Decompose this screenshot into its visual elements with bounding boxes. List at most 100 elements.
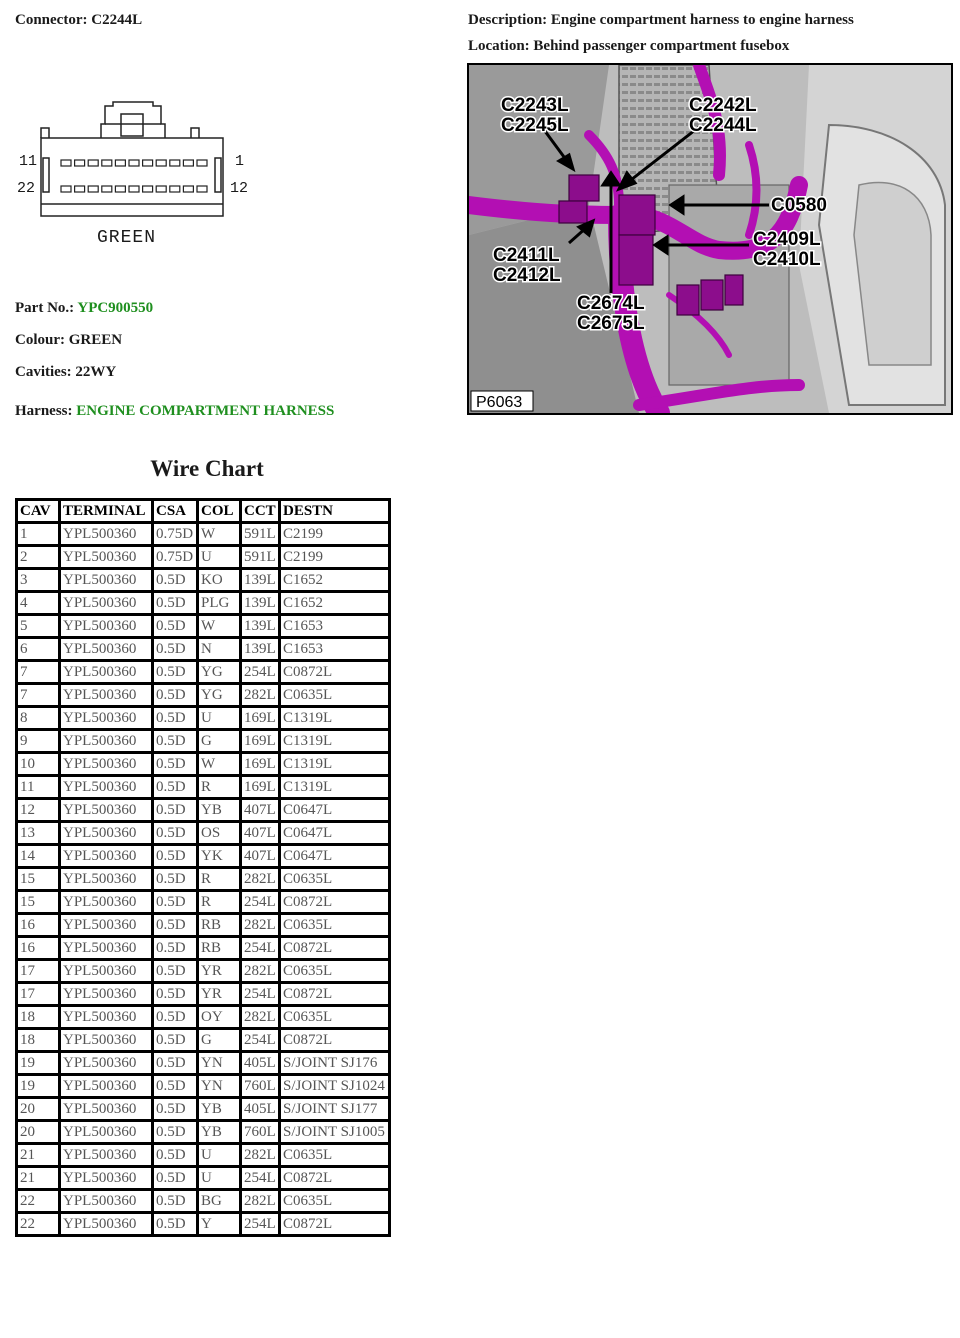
pin-number-top-right: 1 (235, 153, 245, 170)
cell-csa: 0.5D (154, 892, 196, 912)
cell-csa: 0.5D (154, 1099, 196, 1119)
callout-c0580: C0580 (771, 195, 827, 216)
cell-terminal: YPL500360 (61, 915, 151, 935)
cell-terminal: YPL500360 (61, 639, 151, 659)
cell-destn: S/JOINT SJ177 (281, 1099, 388, 1119)
cell-destn: C0872L (281, 1168, 388, 1188)
cell-col: OS (199, 823, 239, 843)
cell-col: N (199, 639, 239, 659)
cell-csa: 0.5D (154, 616, 196, 636)
connector-colour-label: GREEN (97, 228, 157, 248)
cell-csa: 0.5D (154, 984, 196, 1004)
cell-terminal: YPL500360 (61, 731, 151, 751)
cell-cct: 591L (242, 547, 278, 567)
cell-cav: 18 (18, 1007, 58, 1027)
cell-cct: 169L (242, 731, 278, 751)
cavities: Cavities: 22WY (15, 364, 116, 381)
cell-col: KO (199, 570, 239, 590)
cell-cav: 1 (18, 524, 58, 544)
cell-cav: 13 (18, 823, 58, 843)
cell-terminal: YPL500360 (61, 1191, 151, 1211)
cell-cav: 16 (18, 915, 58, 935)
cell-destn: C0647L (281, 823, 388, 843)
terminal-slot-bottom (169, 185, 181, 193)
terminal-slot-bottom (101, 185, 113, 193)
cell-col: U (199, 1145, 239, 1165)
cell-col: OY (199, 1007, 239, 1027)
cell-cav: 7 (18, 685, 58, 705)
cell-cav: 9 (18, 731, 58, 751)
cell-terminal: YPL500360 (61, 1053, 151, 1073)
cell-cct: 407L (242, 846, 278, 866)
cell-col: Y (199, 1214, 239, 1234)
cell-csa: 0.5D (154, 685, 196, 705)
cell-csa: 0.5D (154, 1053, 196, 1073)
callout-c2242l: C2242L (689, 95, 757, 116)
cell-col: U (199, 547, 239, 567)
cell-terminal: YPL500360 (61, 616, 151, 636)
terminal-slot-bottom (73, 185, 86, 193)
terminal-slot-top (141, 159, 154, 167)
cell-destn: C1319L (281, 754, 388, 774)
cell-destn: C1653 (281, 616, 388, 636)
cell-col: R (199, 777, 239, 797)
pin-number-bottom-left: 22 (17, 180, 36, 197)
colour-label: Colour: (15, 332, 65, 348)
description: Description: Engine compartment harness … (468, 12, 854, 29)
pin-number-bottom-right: 12 (230, 180, 249, 197)
cell-col: PLG (199, 593, 239, 613)
description-value: Engine compartment harness to engine har… (550, 12, 854, 28)
connector-diagram: 11 1 22 12 GREEN (15, 100, 255, 250)
cell-destn: C1653 (281, 639, 388, 659)
wire-chart-title: Wire Chart (150, 456, 264, 481)
cell-cav: 22 (18, 1214, 58, 1234)
cell-terminal: YPL500360 (61, 524, 151, 544)
cell-csa: 0.5D (154, 1007, 196, 1027)
cell-cav: 21 (18, 1168, 58, 1188)
part-number-label: Part No.: (15, 300, 75, 316)
cell-col: W (199, 524, 239, 544)
cell-destn: C1319L (281, 708, 388, 728)
cell-destn: C0635L (281, 961, 388, 981)
cell-cav: 6 (18, 639, 58, 659)
cell-csa: 0.5D (154, 1214, 196, 1234)
connector-id: C2244L (91, 12, 143, 28)
cell-csa: 0.5D (154, 731, 196, 751)
callout-c2409l: C2409L (753, 229, 821, 250)
cell-terminal: YPL500360 (61, 777, 151, 797)
cell-col: YN (199, 1053, 239, 1073)
terminal-slot-top (87, 159, 99, 167)
cell-cav: 10 (18, 754, 58, 774)
cell-cav: 22 (18, 1191, 58, 1211)
cell-cct: 282L (242, 961, 278, 981)
cell-terminal: YPL500360 (61, 754, 151, 774)
cell-destn: S/JOINT SJ1005 (281, 1122, 388, 1142)
cell-cct: 169L (242, 754, 278, 774)
cell-col: RB (199, 915, 239, 935)
cell-csa: 0.5D (154, 570, 196, 590)
cell-col: G (199, 731, 239, 751)
cell-terminal: YPL500360 (61, 1099, 151, 1119)
cell-csa: 0.5D (154, 777, 196, 797)
header-cct: CCT (242, 501, 278, 521)
cell-terminal: YPL500360 (61, 961, 151, 981)
header-destn: DESTN (281, 501, 388, 521)
cell-csa: 0.5D (154, 823, 196, 843)
terminal-slot-bottom (155, 185, 167, 193)
cell-cav: 5 (18, 616, 58, 636)
terminal-slot-bottom (60, 185, 72, 193)
callout-c2675l: C2675L (577, 313, 645, 334)
cell-col: R (199, 892, 239, 912)
cell-terminal: YPL500360 (61, 593, 151, 613)
harness-label: Harness: (15, 403, 73, 419)
